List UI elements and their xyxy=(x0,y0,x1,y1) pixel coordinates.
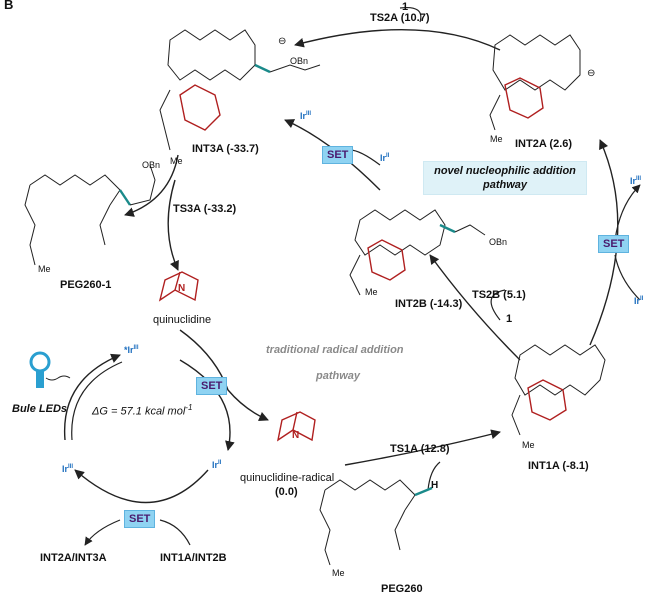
label-int2a: INT2A (2.6) xyxy=(515,138,573,150)
label-ts1a: TS1A (12.8) xyxy=(390,443,450,455)
arrow-set-bottom-in xyxy=(159,519,191,546)
ir2-right: IrII xyxy=(634,296,644,306)
ir3-left: IrIII xyxy=(62,464,74,474)
arrow-ts2a xyxy=(294,28,501,51)
arrow-int3a-quinuclidine xyxy=(167,179,179,271)
label-delta-g: ΔG = 57.1 kcal mol-1 xyxy=(92,403,193,418)
label-ts2a: TS2A (10.7) xyxy=(370,12,430,24)
label-quinuclidine-radical: quinuclidine-radical xyxy=(240,472,335,484)
arrow-quinuclidine-radical xyxy=(179,329,269,421)
obn-peg260-1: OBn xyxy=(142,160,161,170)
label-quinuclidine: quinuclidine xyxy=(153,314,212,326)
panel-letter: B xyxy=(4,0,14,12)
ir2-middle: IrII xyxy=(380,153,390,163)
peg260-1-structure xyxy=(24,164,156,266)
n-quinuclidine-radical: N xyxy=(292,430,300,441)
label-ts3a: TS3A (-33.2) xyxy=(173,203,237,215)
traditional-pathway-line-1: traditional radical addition xyxy=(266,344,404,356)
arrow-ts1a xyxy=(344,429,501,466)
arrow-peg260-join xyxy=(427,461,441,491)
set-box-center: SET xyxy=(196,377,228,395)
novel-pathway-box: novel nucleophilic addition pathway xyxy=(423,161,587,195)
int3a-structure xyxy=(159,29,321,151)
arrow-int3a-peg260-1 xyxy=(124,154,179,217)
label-reagent-1-top: 1 xyxy=(402,1,409,13)
ir3-right: IrIII xyxy=(630,176,642,186)
label-int2a-int3a: INT2A/INT3A xyxy=(40,552,107,564)
label-ts2b: TS2B (5.1) xyxy=(472,289,526,301)
ir2-left: IrII xyxy=(212,460,222,470)
lamp-icon xyxy=(29,351,71,388)
quinuclidine-structure xyxy=(158,271,199,302)
label-int2b: INT2B (-14.3) xyxy=(395,298,463,310)
arrow-set-right-in xyxy=(614,254,641,301)
arrow-set-right-out xyxy=(614,184,641,241)
label-reagent-1-mid: 1 xyxy=(506,313,513,325)
ir3-excited: *IrIII xyxy=(124,345,139,355)
me-peg260: Me xyxy=(332,568,345,578)
label-peg260-1: PEG260-1 xyxy=(60,279,112,291)
me-int2b: Me xyxy=(365,287,378,297)
label-int1a-int2b: INT1A/INT2B xyxy=(160,552,227,564)
peg260-structure xyxy=(319,479,433,566)
arrow-reagent-1-mid xyxy=(490,289,506,321)
h-peg260: H xyxy=(431,480,439,491)
set-box-middle: SET xyxy=(322,146,354,164)
label-int1a: INT1A (-8.1) xyxy=(528,460,589,472)
minus-int3a: ⊖ xyxy=(278,36,287,47)
arrow-photo-up-2 xyxy=(71,361,123,441)
arrow-ts2b xyxy=(429,254,521,361)
int1a-structure xyxy=(511,344,606,436)
label-quinuclidine-radical-energy: (0.0) xyxy=(275,486,298,498)
me-int3a: Me xyxy=(170,156,183,166)
set-box-right: SET xyxy=(598,235,630,253)
arrow-photo-right xyxy=(179,359,235,451)
me-int2a: Me xyxy=(490,134,503,144)
label-int3a: INT3A (-33.7) xyxy=(192,143,259,155)
arrow-reagent-1-top xyxy=(399,6,422,23)
me-int1a: Me xyxy=(522,440,535,450)
arrow-photo-bottom xyxy=(74,469,209,504)
obn-int3a: OBn xyxy=(290,56,309,66)
int2b-structure xyxy=(349,209,486,296)
label-bule-leds: Bule LEDs xyxy=(12,403,68,415)
label-peg260: PEG260 xyxy=(381,583,423,595)
ir3-middle: IrIII xyxy=(300,111,312,121)
obn-int2b: OBn xyxy=(489,237,508,247)
int2a-structure xyxy=(489,34,581,131)
minus-int2a: ⊖ xyxy=(587,68,596,79)
arrow-photo-up xyxy=(63,353,121,441)
arrow-set-mid-in xyxy=(349,149,381,166)
arrow-set-bottom-out xyxy=(84,519,121,546)
me-peg260-1: Me xyxy=(38,264,51,274)
quinuclidine-radical-structure xyxy=(276,411,316,442)
n-quinuclidine: N xyxy=(178,283,186,294)
set-box-bottom: SET xyxy=(124,510,156,528)
traditional-pathway-line-2: pathway xyxy=(316,370,361,382)
